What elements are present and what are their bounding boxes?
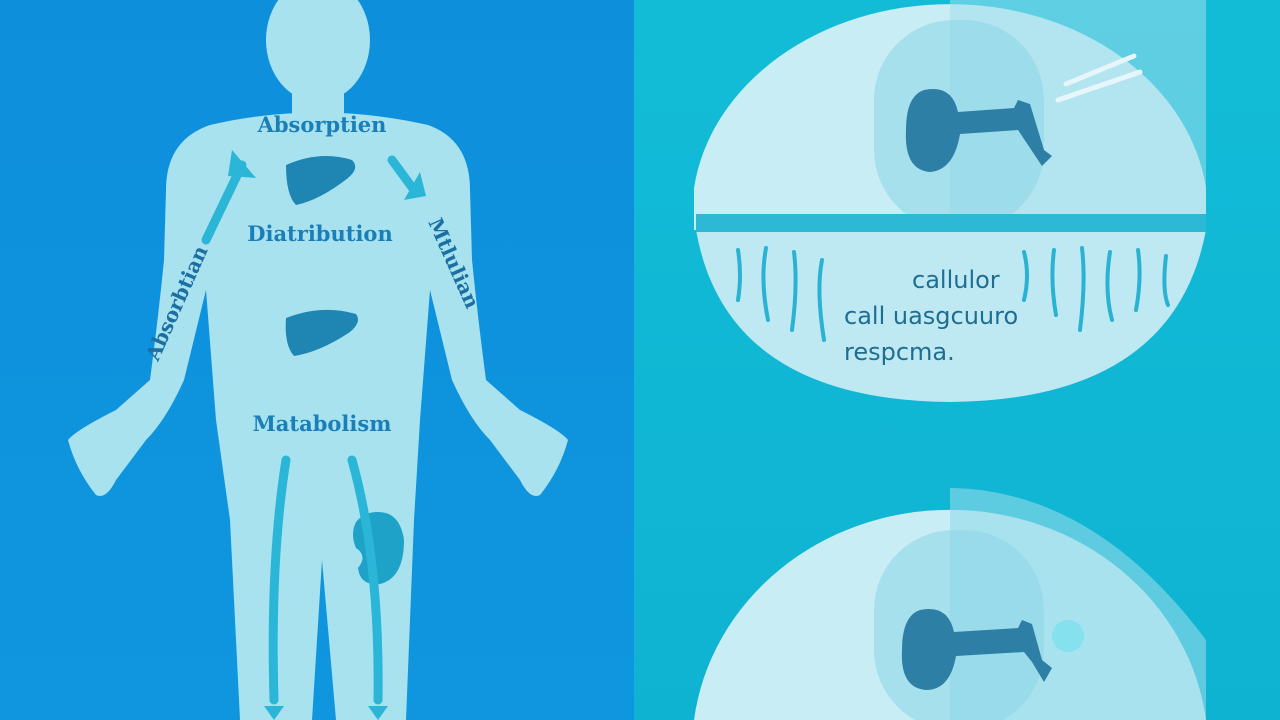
signal-lines (1055, 53, 1143, 103)
human-body-diagram: Absorptien Diatribution Matabolism Absor… (68, 0, 568, 720)
distribution-label: Diatribution (247, 221, 392, 246)
arrow-heads (228, 150, 426, 720)
receptor-icon-bottom (901, 608, 1052, 690)
liver-icon-middle (285, 309, 358, 356)
absorption-top-label: Absorptien (257, 112, 387, 137)
body-panel: Absorptien Diatribution Matabolism Absor… (0, 0, 634, 720)
top-cell-circle (694, 0, 1206, 402)
cellular-label-line1: callulor (912, 266, 1000, 294)
cellular-label-line2: call uasgcuuro (844, 302, 1018, 330)
membrane-strands (736, 246, 1170, 342)
human-silhouette (68, 0, 568, 720)
metabolism-label: Matabolism (253, 411, 392, 436)
glow-dot (1052, 620, 1084, 652)
cellular-label-line3: respcma. (844, 338, 955, 366)
bottom-cell-circle (694, 488, 1206, 720)
flow-arrows (201, 155, 419, 705)
receptor-icon-top (905, 88, 1052, 172)
liver-icon-upper (286, 156, 356, 205)
cellular-panel: callulor call uasgcuuro respcma. (634, 0, 1280, 720)
cellular-response-diagram: callulor call uasgcuuro respcma. (694, 0, 1206, 720)
